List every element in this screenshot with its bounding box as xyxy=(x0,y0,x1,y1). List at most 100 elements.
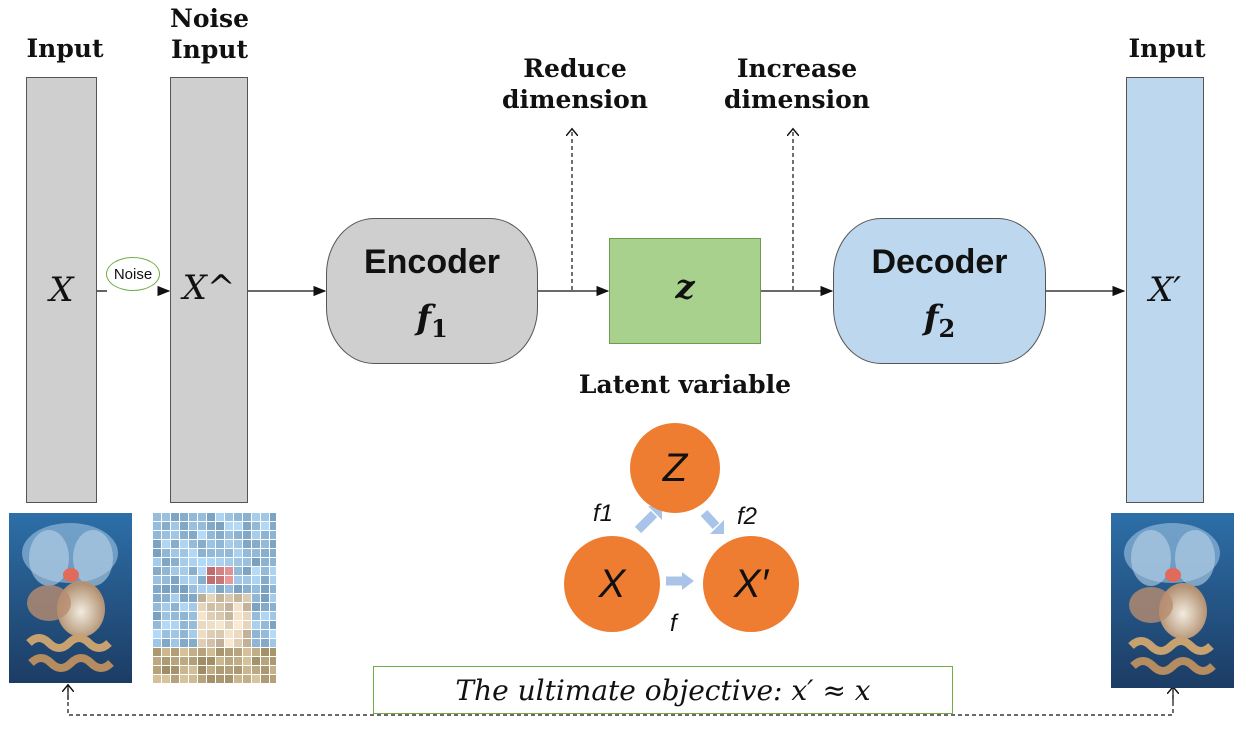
noise-pixel xyxy=(270,513,276,521)
noise-pixel xyxy=(198,567,206,575)
output-body-image xyxy=(1111,513,1234,688)
noise-pixel xyxy=(162,576,170,584)
noise-bubble: Noise xyxy=(106,257,160,291)
reduce-dimension-label: Reduce dimension xyxy=(502,54,648,114)
circle-z: Z xyxy=(630,423,720,513)
noise-pixel xyxy=(252,567,260,575)
noise-pixel xyxy=(207,603,215,611)
noise-pixel xyxy=(207,540,215,548)
encoder-block xyxy=(326,218,538,364)
noise-pixel xyxy=(252,549,260,557)
decoder-title: Decoder xyxy=(871,243,1008,281)
f2-label: f2 xyxy=(737,503,758,530)
circle-x: X xyxy=(564,536,660,632)
noise-pixel xyxy=(261,648,269,656)
noise-pixel xyxy=(261,567,269,575)
noise-pixel xyxy=(207,621,215,629)
noise-pixel xyxy=(243,657,251,665)
noise-pixel xyxy=(180,558,188,566)
noise-pixel xyxy=(171,612,179,620)
noise-pixel xyxy=(162,531,170,539)
noise-pixel xyxy=(207,657,215,665)
noise-pixel xyxy=(171,513,179,521)
noise-pixel xyxy=(207,531,215,539)
noise-pixel xyxy=(180,657,188,665)
noise-pixel xyxy=(216,531,224,539)
noise-pixel xyxy=(189,585,197,593)
noise-pixel xyxy=(270,585,276,593)
noise-pixel xyxy=(207,549,215,557)
noise-pixel xyxy=(189,621,197,629)
noise-pixel xyxy=(225,576,233,584)
noise-pixel xyxy=(225,531,233,539)
noise-pixel xyxy=(189,666,197,674)
noise-pixel xyxy=(270,648,276,656)
noise-pixel xyxy=(261,612,269,620)
noise-pixel xyxy=(252,540,260,548)
noise-pixel xyxy=(189,675,197,683)
noise-pixel xyxy=(189,603,197,611)
noise-pixel xyxy=(171,675,179,683)
noise-pixel xyxy=(153,621,161,629)
noise-pixel xyxy=(261,621,269,629)
noise-pixel xyxy=(252,648,260,656)
noise-pixel xyxy=(252,675,260,683)
noise-pixel xyxy=(261,657,269,665)
noise-pixel xyxy=(234,612,242,620)
noise-pixel xyxy=(198,666,206,674)
noise-pixel xyxy=(198,585,206,593)
noise-pixel xyxy=(207,576,215,584)
noise-pixel xyxy=(162,630,170,638)
noise-pixel xyxy=(225,513,233,521)
noise-pixel xyxy=(171,576,179,584)
noise-pixel xyxy=(180,531,188,539)
noise-pixel xyxy=(189,531,197,539)
noise-pixel xyxy=(189,567,197,575)
input-x-column xyxy=(26,77,97,503)
noise-pixel xyxy=(198,576,206,584)
noise-pixel xyxy=(252,513,260,521)
noise-pixel xyxy=(207,567,215,575)
noise-pixel xyxy=(207,558,215,566)
noise-pixel xyxy=(234,657,242,665)
noise-pixel xyxy=(261,549,269,557)
noise-pixel xyxy=(252,657,260,665)
latent-z-box xyxy=(609,238,761,344)
noise-pixel xyxy=(153,585,161,593)
noise-pixel xyxy=(225,675,233,683)
noise-pixel xyxy=(252,639,260,647)
noise-pixel xyxy=(252,585,260,593)
noise-pixel xyxy=(198,558,206,566)
noise-pixel xyxy=(198,603,206,611)
noise-pixel xyxy=(225,630,233,638)
noise-pixel xyxy=(216,513,224,521)
noise-pixel xyxy=(216,540,224,548)
noise-pixel xyxy=(153,675,161,683)
noise-pixel xyxy=(171,648,179,656)
noise-pixel xyxy=(189,522,197,530)
latent-variable-label: Latent variable xyxy=(578,370,792,399)
noise-pixel xyxy=(207,612,215,620)
noise-pixel xyxy=(270,594,276,602)
noise-pixel xyxy=(225,621,233,629)
noise-pixel xyxy=(225,648,233,656)
noise-pixel xyxy=(234,549,242,557)
noise-pixel xyxy=(180,540,188,548)
noise-pixel xyxy=(234,513,242,521)
noise-pixel xyxy=(252,558,260,566)
x-symbol: X xyxy=(49,270,74,310)
noise-pixel xyxy=(162,675,170,683)
noise-pixel xyxy=(171,540,179,548)
noise-pixel xyxy=(270,531,276,539)
noise-pixel xyxy=(243,603,251,611)
noise-pixel xyxy=(234,648,242,656)
noise-pixel xyxy=(189,549,197,557)
noise-pixel xyxy=(243,567,251,575)
noise-pixel xyxy=(270,621,276,629)
noise-pixel xyxy=(216,657,224,665)
noise-pixel xyxy=(180,549,188,557)
noise-pixel xyxy=(216,567,224,575)
noise-pixel xyxy=(153,540,161,548)
noise-pixel xyxy=(234,558,242,566)
noise-pixel xyxy=(207,639,215,647)
